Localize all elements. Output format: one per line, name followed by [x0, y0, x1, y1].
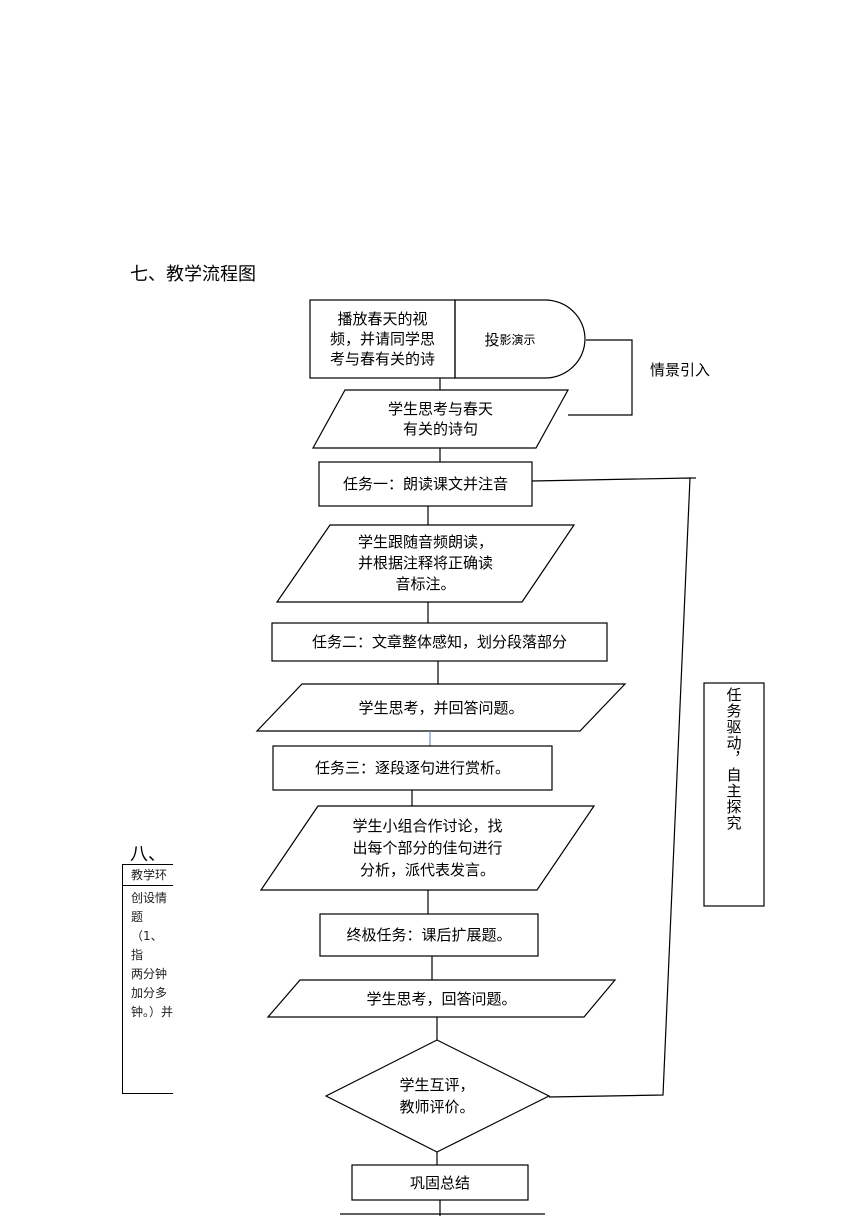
background-table: 教学环 创设情 题 （1、指 两分钟 加分多 钟。）并 — [122, 864, 173, 1094]
student-think-2-text: 学生思考，并回答问题。 — [358, 698, 524, 717]
projection-terminal — [454, 299, 586, 379]
scene-intro-bracket — [568, 339, 633, 416]
summary-text: 巩固总结 — [409, 1173, 470, 1192]
feedback-loop-line — [531, 477, 691, 1098]
task-1-text: 任务一：朗读课文并注音 — [342, 475, 508, 493]
task-1-box — [318, 461, 533, 507]
student-think-1-shape — [311, 389, 570, 449]
student-group-text: 学生小组合作讨论，找 出每个部分的佳句进行 分析，派代表发言。 — [352, 817, 503, 879]
student-think-3-text: 学生思考，回答问题。 — [366, 989, 517, 1008]
task-3-text: 任务三：逐段逐句进行赏析。 — [314, 759, 510, 777]
scene-intro-label: 情景引入 — [649, 361, 710, 379]
evaluation-text: 学生互评， 教师评价。 — [399, 1076, 475, 1116]
section-title: 七、教学流程图 — [130, 264, 256, 285]
student-group-shape — [259, 805, 596, 891]
task-driven-box — [703, 682, 765, 907]
section-title-2: 八、 — [130, 844, 166, 865]
student-think-1-text: 学生思考与春天 有关的诗句 — [387, 400, 493, 438]
task-driven-text: 任务驱动，自主探究 — [724, 687, 743, 831]
task-2-text: 任务二：文章整体感知，划分段落部分 — [311, 633, 567, 651]
table-header: 教学环 — [123, 865, 173, 886]
projection-main: 投 — [484, 330, 500, 349]
table-body: 创设情 题 （1、指 两分钟 加分多 钟。）并 — [131, 891, 174, 1019]
task-driven-container: 任务驱动，自主探究 — [704, 683, 764, 906]
task-2-box — [271, 622, 608, 662]
final-task-box — [319, 913, 539, 957]
final-task-text: 终极任务：课后扩展题。 — [346, 926, 512, 944]
video-step-text: 播放春天的视 频，并请同学思 考与春有关的诗 — [329, 310, 435, 368]
projection-text: 投影演示 — [455, 300, 565, 378]
projection-rest: 影演示 — [499, 332, 536, 347]
student-think-3-shape — [266, 979, 617, 1018]
student-read-text: 学生跟随音频朗读， 并根据注释将正确读 音标注。 — [357, 533, 493, 593]
student-think-2-shape — [255, 683, 627, 732]
student-read-shape — [275, 524, 576, 603]
